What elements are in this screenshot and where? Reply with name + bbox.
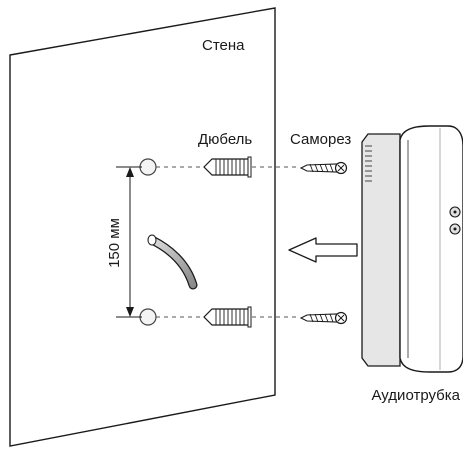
handset-label: Аудиотрубка bbox=[371, 387, 460, 404]
screw-top-icon bbox=[299, 161, 348, 175]
screw-bottom-icon bbox=[299, 311, 348, 325]
mounting-hole-top bbox=[139, 158, 157, 176]
cable-icon bbox=[147, 234, 198, 290]
dowel-label: Дюбель bbox=[198, 131, 252, 148]
direction-arrow-icon bbox=[288, 237, 358, 263]
dimension-label: 150 мм bbox=[106, 218, 123, 268]
wall-panel bbox=[9, 7, 276, 447]
dimension-marker bbox=[116, 166, 142, 318]
dowel-top-icon bbox=[203, 156, 252, 178]
mounting-hole-bottom bbox=[139, 308, 157, 326]
dowel-bottom-icon bbox=[203, 306, 252, 328]
audio-handset-icon bbox=[361, 125, 463, 373]
screw-label: Саморез bbox=[290, 131, 351, 148]
wall-label: Стена bbox=[202, 37, 245, 54]
